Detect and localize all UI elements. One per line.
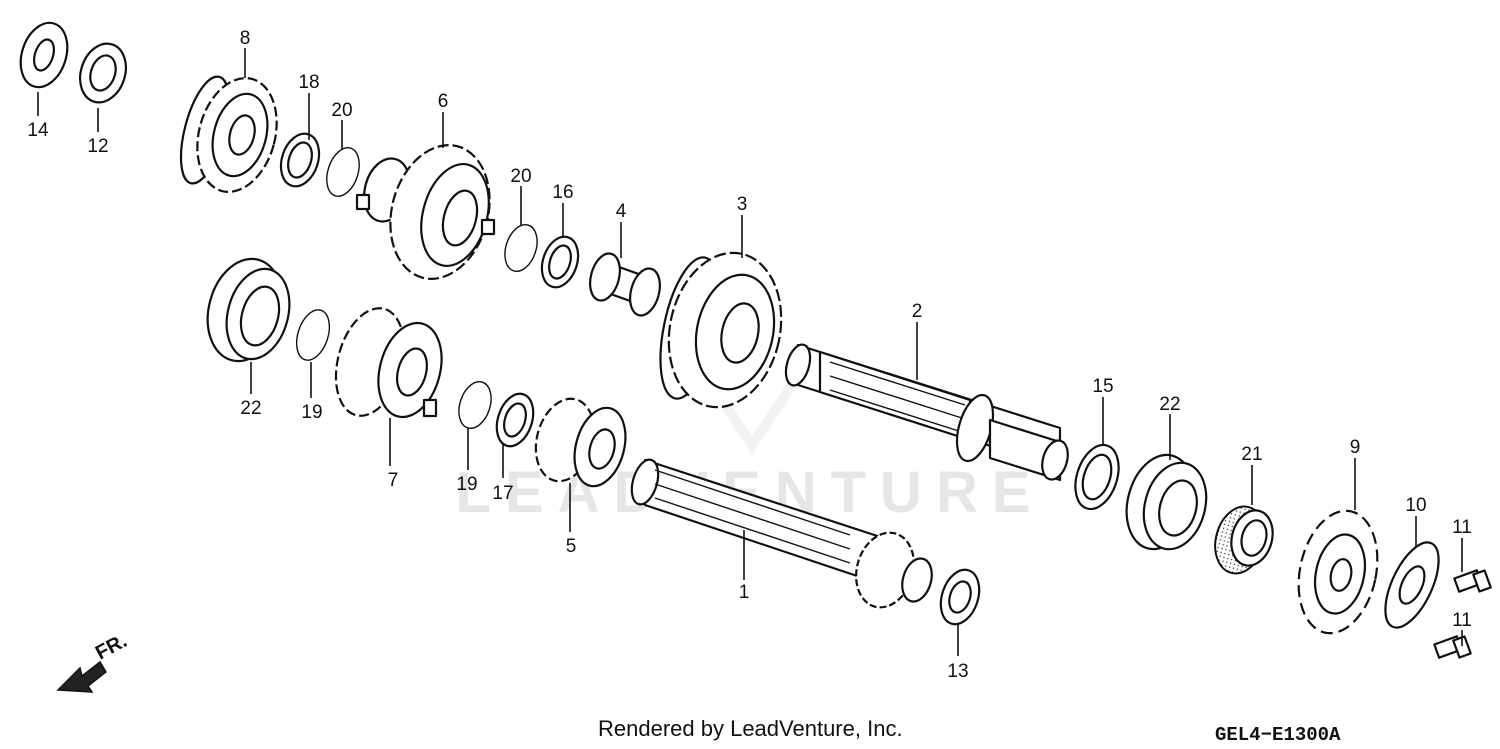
callout-4: 4 [616, 201, 627, 222]
part-13-washer[interactable] [934, 565, 986, 629]
part-19-snap-ring[interactable] [453, 378, 496, 433]
part-10-fixing-plate[interactable] [1374, 535, 1449, 635]
part-12-washer[interactable] [73, 38, 133, 109]
part-4-bushing[interactable] [585, 250, 664, 319]
part-11-bolt[interactable] [1433, 635, 1472, 659]
callout-18: 18 [298, 72, 319, 93]
callout-22: 22 [240, 398, 261, 419]
callout-labels: 1 2 3 4 5 6 7 8 9 10 11 11 12 13 14 15 1… [27, 28, 1471, 682]
part-11-bolt[interactable] [1453, 569, 1492, 593]
callout-20: 20 [331, 100, 352, 121]
callout-19: 19 [301, 402, 322, 423]
callout-7: 7 [388, 470, 399, 491]
part-20-snap-ring[interactable] [321, 144, 365, 201]
part-15-washer[interactable] [1068, 439, 1126, 514]
callout-8: 8 [240, 28, 251, 49]
part-18-spline-washer[interactable] [275, 129, 326, 191]
part-14-washer[interactable] [13, 17, 75, 93]
callout-1: 1 [739, 582, 750, 603]
part-16-spline-washer[interactable] [536, 232, 584, 292]
part-21-oil-seal[interactable] [1208, 501, 1279, 579]
callout-15: 15 [1092, 376, 1113, 397]
callout-10: 10 [1405, 495, 1426, 516]
callout-21: 21 [1241, 444, 1262, 465]
callout-9: 9 [1350, 437, 1361, 458]
part-6-gear[interactable] [355, 134, 504, 290]
part-19-snap-ring[interactable] [291, 306, 336, 365]
diagram-code: GEL4−E1300A [1215, 724, 1341, 746]
part-22-bearing[interactable] [197, 250, 299, 369]
part-7-gear[interactable] [325, 301, 452, 425]
callout-20: 20 [510, 166, 531, 187]
part-22-bearing[interactable] [1117, 447, 1216, 556]
callout-12: 12 [87, 136, 108, 157]
front-direction-label: FR. [92, 630, 131, 665]
callout-5: 5 [566, 536, 577, 557]
callout-11: 11 [1452, 610, 1472, 631]
callout-13: 13 [947, 661, 968, 682]
callout-2: 2 [912, 301, 923, 322]
part-9-drive-sprocket[interactable] [1288, 503, 1388, 640]
callout-3: 3 [737, 194, 748, 215]
callout-19: 19 [456, 474, 477, 495]
part-2-countershaft[interactable] [782, 342, 1072, 483]
callout-16: 16 [552, 182, 573, 203]
part-20-snap-ring[interactable] [499, 221, 542, 276]
callout-11: 11 [1452, 517, 1472, 538]
leader-lines [37, 48, 1463, 656]
part-1-mainshaft[interactable] [627, 457, 936, 615]
callout-6: 6 [438, 91, 449, 112]
render-credit: Rendered by LeadVenture, Inc. [598, 716, 903, 741]
callout-22: 22 [1159, 394, 1180, 415]
callout-14: 14 [27, 120, 49, 141]
part-3-gear[interactable] [650, 242, 795, 417]
callout-17: 17 [492, 483, 513, 504]
front-direction-arrow: FR. [56, 630, 131, 693]
part-5-gear[interactable] [527, 392, 633, 492]
part-8-gear[interactable] [171, 69, 288, 201]
part-17-spline-washer[interactable] [490, 389, 539, 451]
